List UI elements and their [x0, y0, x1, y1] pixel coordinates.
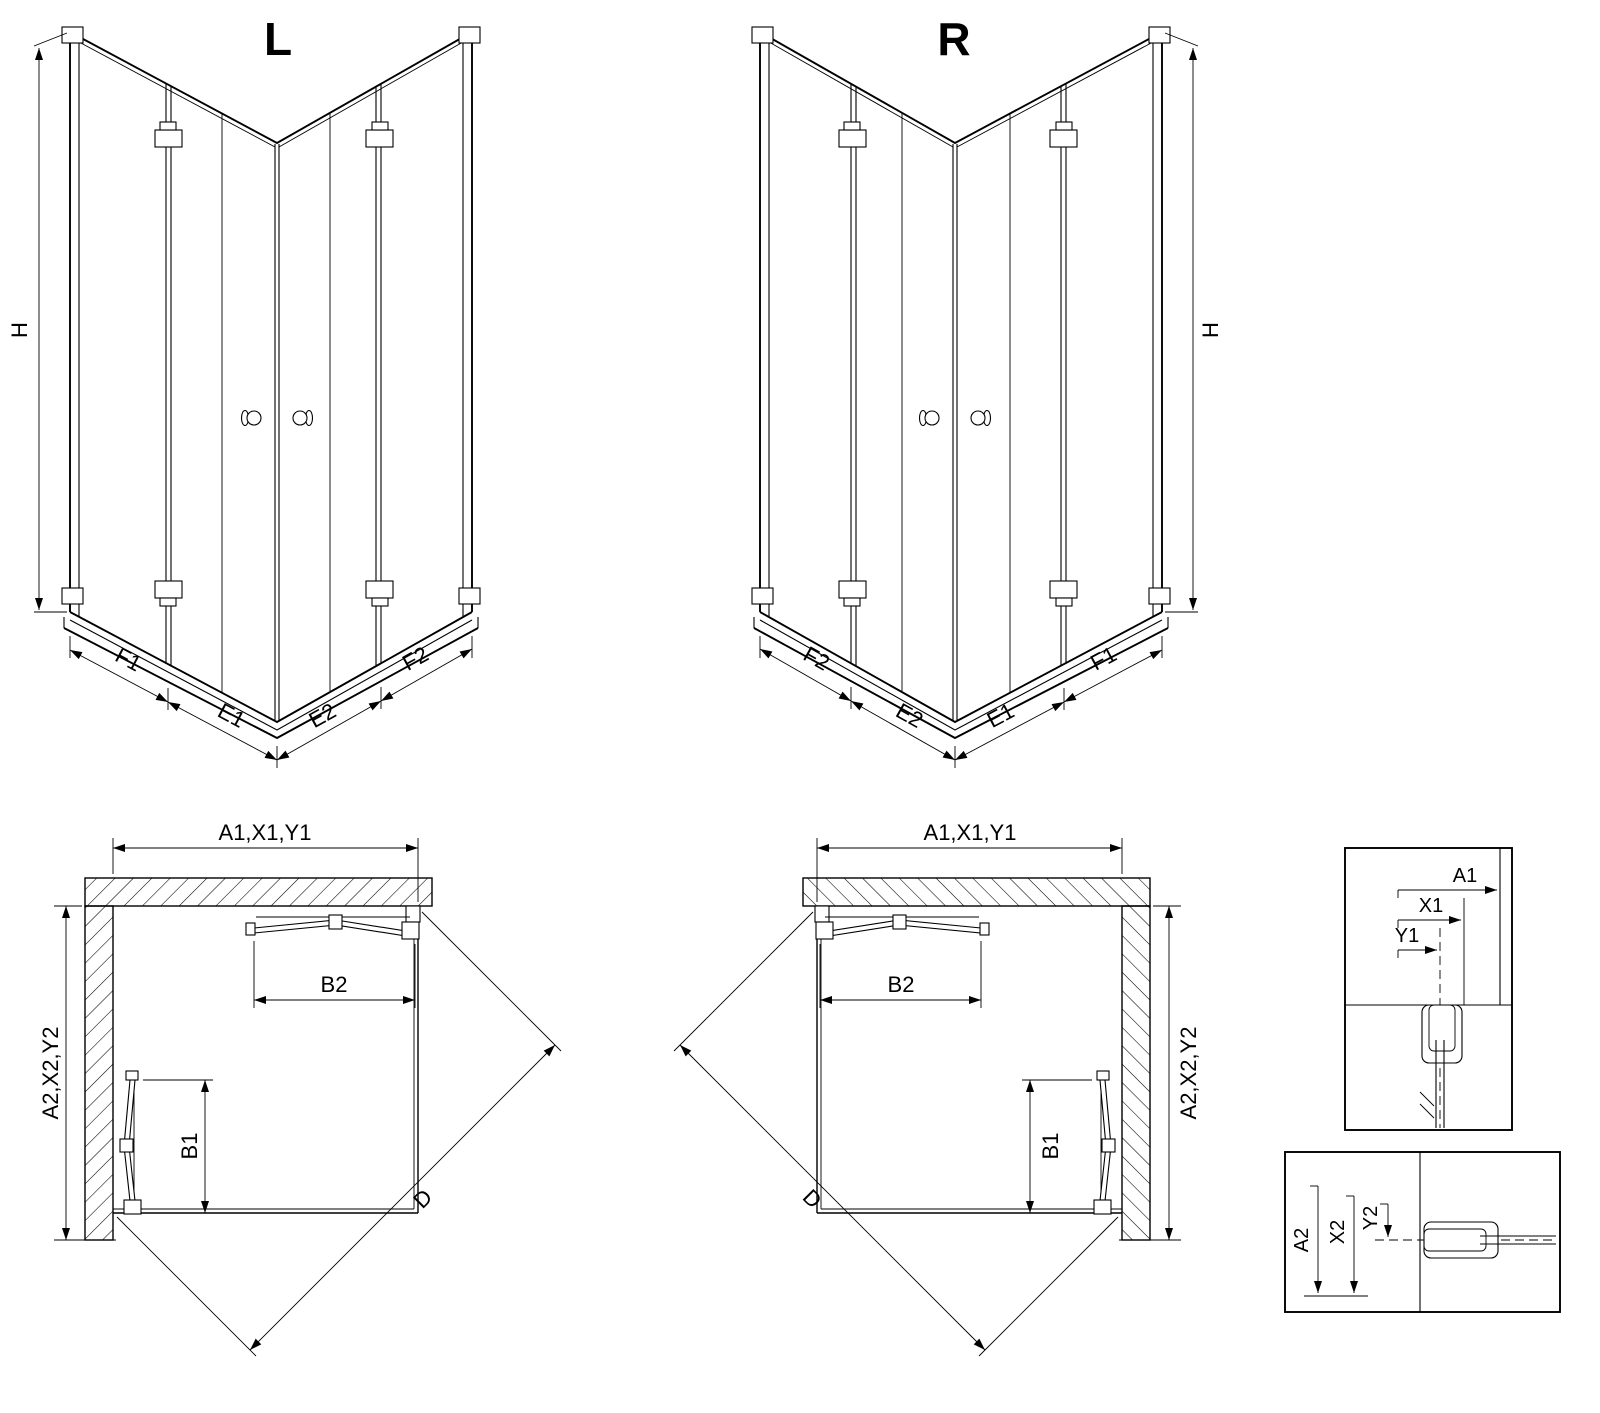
dim-h-left: H [7, 322, 32, 338]
wall-profile-section [1423, 1221, 1556, 1259]
dim-f2-left: F2 [398, 641, 433, 675]
dim-x2-detail: X2 [1327, 1220, 1349, 1244]
dim-a2-detail: A2 [1291, 1228, 1313, 1252]
dim-x1-detail: X1 [1419, 895, 1443, 917]
detail-top-dimensions [1397, 886, 1497, 958]
iso-view-right: R H F2 E2 E1 F1 [752, 13, 1223, 768]
detail-top-profile: A1 X1 Y1 [1344, 847, 1513, 1131]
dim-a2x2y2-right: A2,X2,Y2 [1176, 1027, 1201, 1120]
dim-b2-left: B2 [321, 972, 348, 997]
plan-linework-left [54, 838, 561, 1356]
dim-h-right: H [1198, 322, 1223, 338]
dim-e1-left: E1 [214, 698, 250, 733]
dim-a1x1y1-left: A1,X1,Y1 [219, 820, 312, 845]
detail-frame [1284, 1151, 1561, 1313]
wall-profile-section [1419, 1004, 1463, 1128]
detail-frame [1344, 847, 1513, 1131]
dim-b1-left: B1 [177, 1133, 202, 1160]
plan-view-left: A1,X1,Y1 A2,X2,Y2 B2 B1 D [38, 820, 561, 1356]
detail-bottom-dimensions [1304, 1185, 1392, 1297]
dim-b1-right: B1 [1038, 1133, 1063, 1160]
dim-f2-right: F2 [799, 641, 834, 675]
iso-view-left: L H F1 E1 E2 F2 [7, 13, 480, 768]
dim-e1-right: E1 [983, 698, 1019, 733]
detail-bottom-profile: A2 X2 Y2 [1284, 1151, 1561, 1313]
dim-a2x2y2-left: A2,X2,Y2 [38, 1027, 63, 1120]
dim-b2-right: B2 [888, 972, 915, 997]
dim-y2-detail: Y2 [1360, 1206, 1382, 1230]
dim-f1-left: F1 [111, 642, 145, 676]
dim-y1-detail: Y1 [1395, 925, 1419, 947]
plan-linework-right [674, 838, 1181, 1356]
plan-view-right: A1,X1,Y1 A2,X2,Y2 B2 B1 D [674, 820, 1201, 1356]
variant-label-right: R [937, 13, 970, 65]
dim-f1-right: F1 [1086, 641, 1120, 675]
variant-label-left: L [264, 13, 292, 65]
dim-a1-detail: A1 [1453, 865, 1477, 887]
dim-a1x1y1-right: A1,X1,Y1 [924, 820, 1017, 845]
